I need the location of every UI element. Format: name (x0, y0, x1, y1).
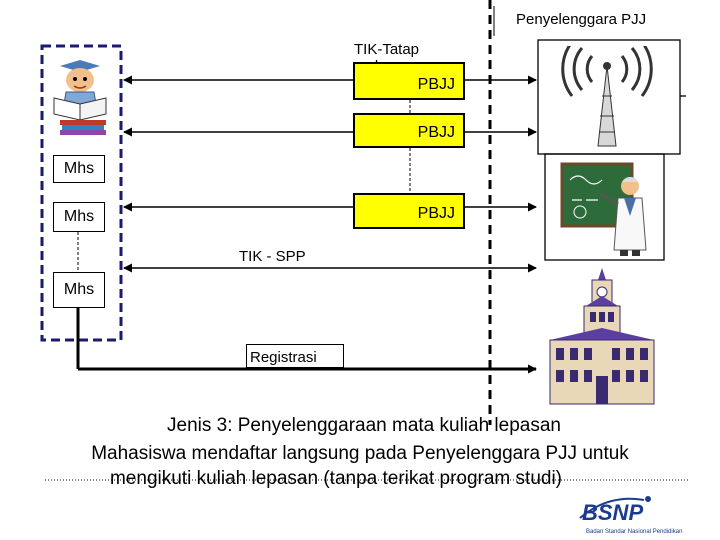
pbjj-label-2: PBJJ (417, 124, 455, 141)
caption-line-3: mengikuti kuliah lepasan (tanpa terikat … (109, 468, 562, 489)
student-area-border (40, 44, 123, 342)
pbjj-label-1: PBJJ (417, 76, 455, 93)
university-building-icon (549, 268, 655, 405)
student-reading-icon (53, 60, 107, 135)
caption-line-1: Jenis 3: Penyelenggaraan mata kuliah lep… (167, 415, 561, 436)
mhs-box-2: Mhs (53, 202, 105, 232)
antenna-tower-icon (561, 46, 653, 147)
lecturer-chalkboard-icon (560, 162, 647, 256)
caption-line-2: Mahasiswa mendaftar langsung pada Penyel… (91, 443, 629, 464)
mhs-label-3: Mhs (63, 281, 95, 298)
mhs-box-3: Mhs (53, 272, 105, 308)
provider-box-lecturer (544, 153, 665, 261)
provider-title: Penyelenggara PJJ (516, 11, 647, 28)
pbjj-label-3: PBJJ (417, 205, 455, 222)
pbjj-box-3: PBJJ (353, 193, 465, 229)
svg-text:BSNP: BSNP (582, 500, 643, 524)
registrasi-box: Registrasi (246, 344, 344, 368)
bsnp-logo: BSNP Badan Standar Nasional Pendidikan (578, 490, 682, 536)
mhs-label-1: Mhs (63, 160, 95, 177)
bsnp-logo-subtitle: Badan Standar Nasional Pendidikan (586, 529, 683, 535)
pbjj-box-2: PBJJ (353, 113, 465, 148)
mhs-box-1: Mhs (53, 155, 105, 183)
pbjj-box-1: PBJJ (353, 62, 465, 100)
tik-spp-label: TIK - SPP (239, 248, 306, 265)
bsnp-logo-icon: BSNP (579, 496, 651, 525)
registrasi-label: Registrasi (250, 349, 317, 366)
mhs-label-2: Mhs (63, 208, 95, 225)
